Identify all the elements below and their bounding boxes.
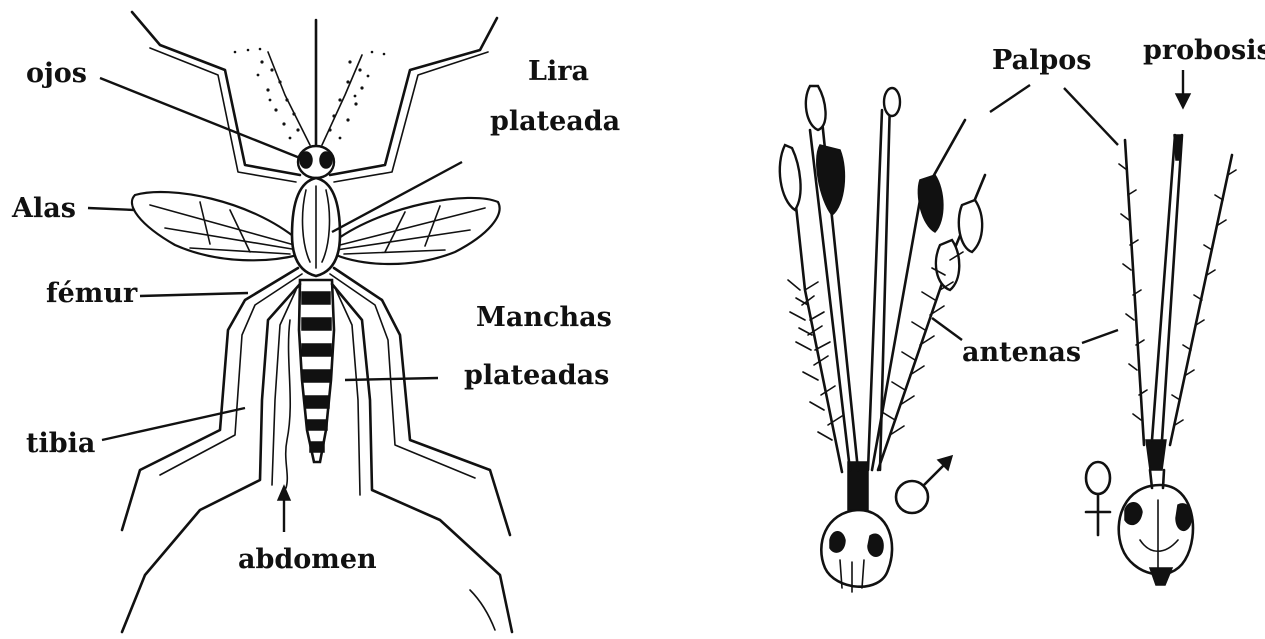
label-palpos: Palpos <box>992 45 1091 76</box>
label-femur: fémur <box>46 278 138 309</box>
female-symbol-icon <box>1086 462 1110 535</box>
label-lira-line1: Lira <box>528 56 589 87</box>
label-ojos: ojos <box>26 58 87 89</box>
label-abdomen: abdomen <box>238 544 377 575</box>
adult-antennae <box>234 48 386 145</box>
right-wing <box>336 198 500 264</box>
female-head-illustration <box>1086 135 1236 585</box>
male-head-illustration <box>780 86 985 592</box>
left-wing <box>132 192 298 260</box>
label-lira-line2: plateada <box>490 106 620 137</box>
label-probosis: probosis <box>1143 35 1265 66</box>
label-tibia: tibia <box>26 428 95 459</box>
label-antenas: antenas <box>962 337 1081 368</box>
front-leg-left <box>132 12 300 175</box>
male-symbol-icon <box>896 456 952 513</box>
left-leader-lines <box>88 78 462 532</box>
label-manchas-line1: Manchas <box>476 302 612 333</box>
middle-leg-left <box>122 268 298 530</box>
mosquito-abdomen <box>299 280 334 462</box>
label-alas: Alas <box>11 193 76 224</box>
label-manchas-line2: plateadas <box>464 360 609 391</box>
adult-mosquito-illustration <box>122 12 512 632</box>
